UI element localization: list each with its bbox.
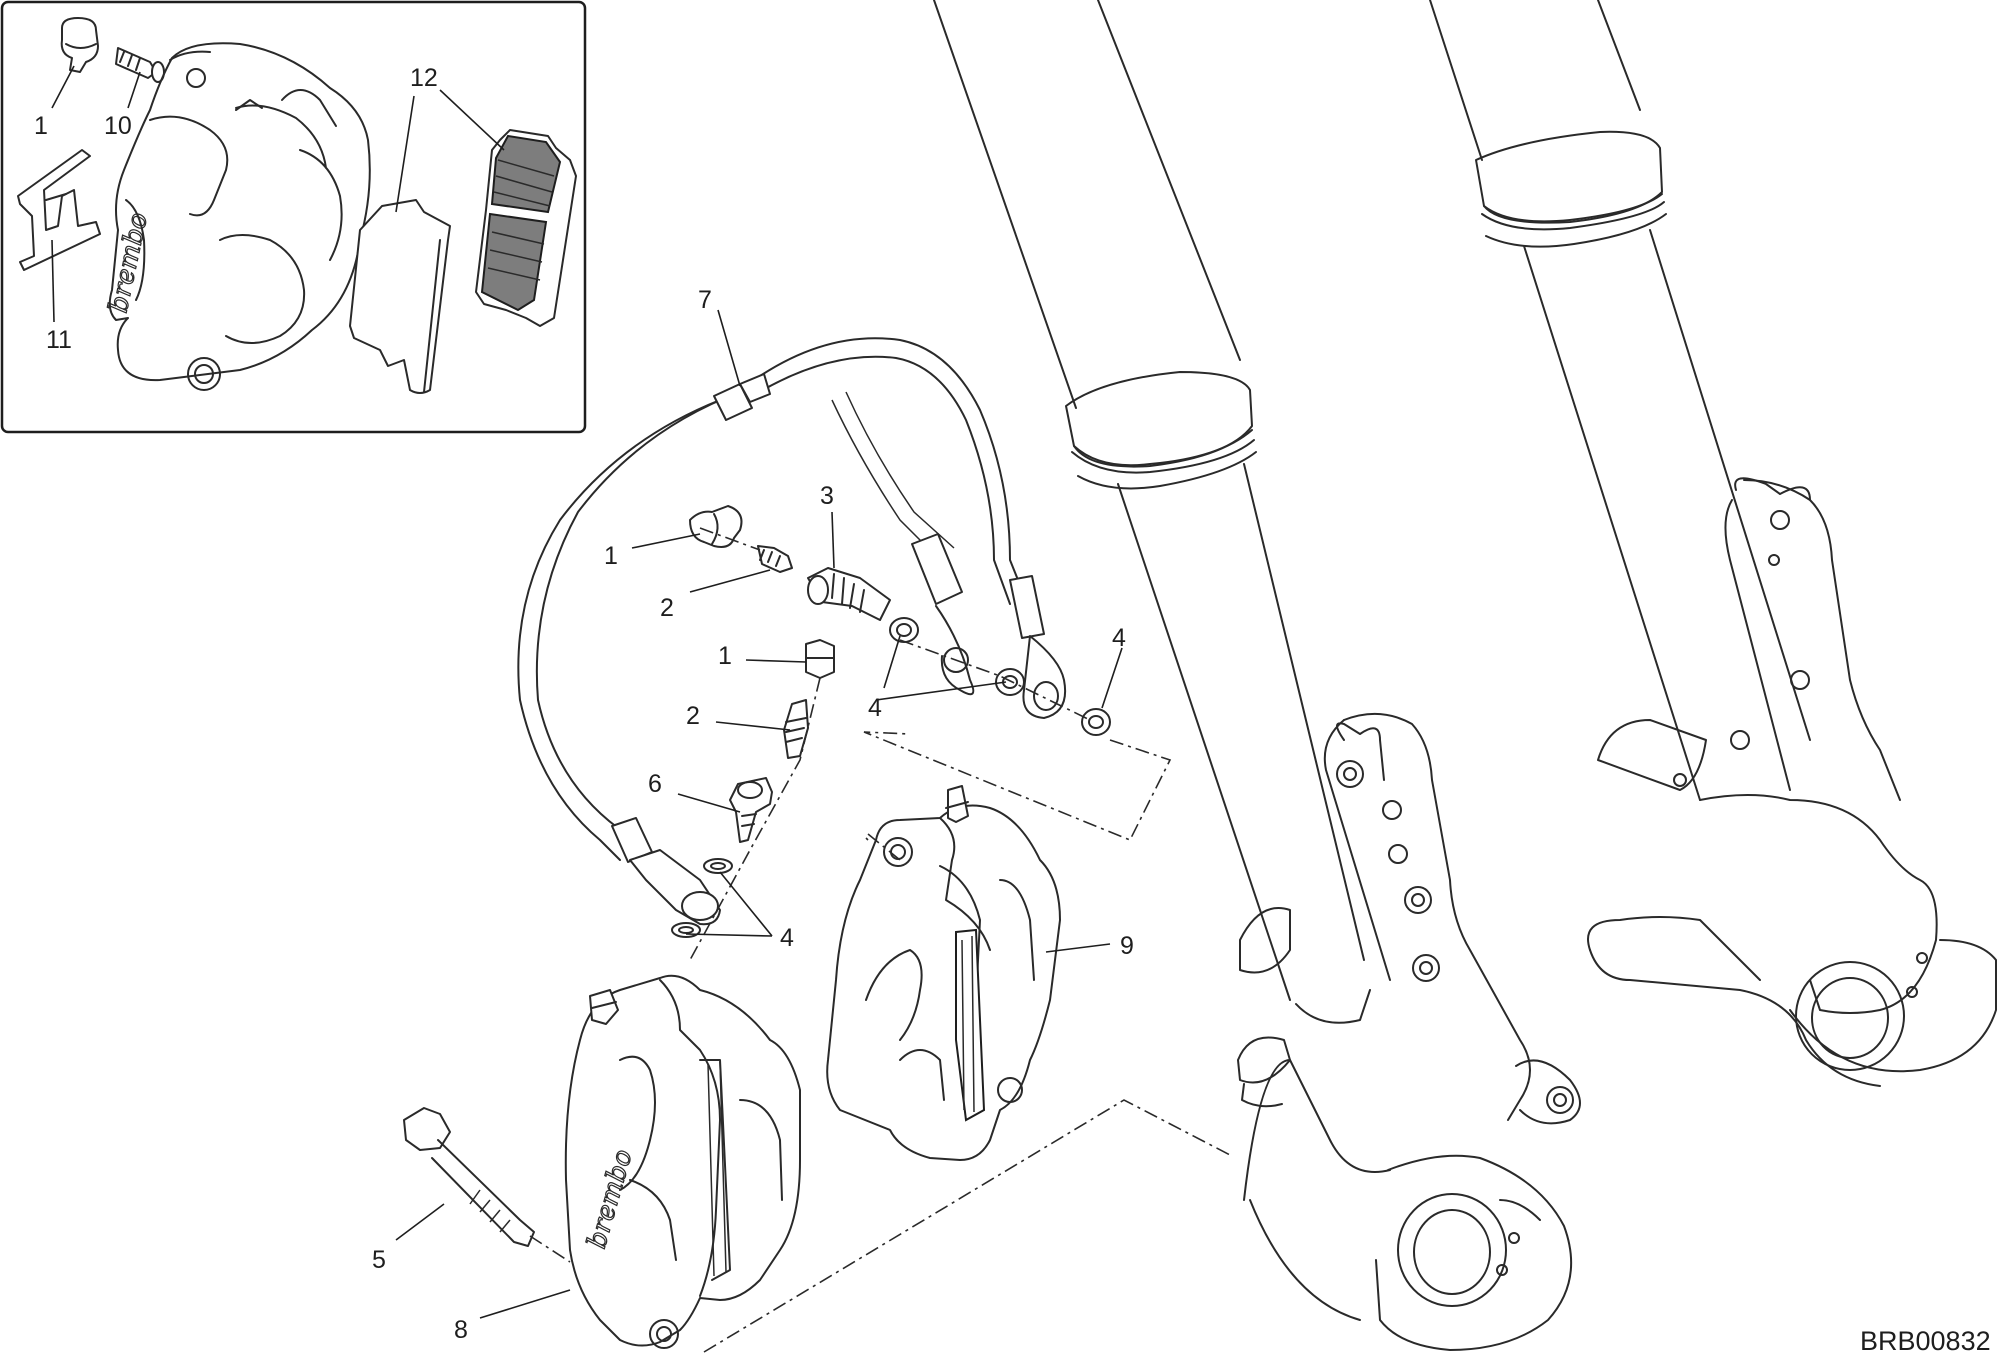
inset-pad-spring [17,149,101,271]
washer-upper-right [1081,708,1111,736]
washer-upper-left [889,617,919,643]
callout-2-lower: 2 [686,702,700,730]
banjo-bolt [729,777,773,843]
washer-upper-mid [995,668,1025,696]
inset-callout-11: 11 [46,326,72,354]
callout-1-lower: 1 [718,642,732,670]
axis-bolt [529,1235,571,1263]
callout-4-lower: 4 [780,924,794,952]
caliper-left: brembo [564,974,801,1349]
callout-3: 3 [820,482,834,510]
hose-background-line [831,391,975,696]
fork-leg-right [1429,0,1997,1087]
axis-lower [689,677,821,961]
caliper-right [826,785,1061,1161]
axis-rear-caliper-box [863,731,1172,842]
bleed-cap-lower [805,639,835,679]
callout-2-upper: 2 [660,594,674,622]
inset-bleed-cap [60,17,99,73]
callout-6: 6 [648,770,662,798]
drawing-code: BRB00832 [1860,1326,1991,1356]
callout-7: 7 [698,286,712,314]
inset-callout-1: 1 [34,112,48,140]
banjo-adapter-upper [807,567,891,621]
axis-mount [703,1099,1233,1353]
callout-5: 5 [372,1246,386,1274]
callout-4-upper-left: 4 [868,694,882,722]
inset-callout-12: 12 [410,64,438,92]
bleed-cap-upper [689,505,743,548]
callout-labels: 1 10 11 12 7 3 1 2 1 2 6 4 4 4 9 5 8 BRB… [34,64,1991,1356]
callout-4-upper-right: 4 [1112,624,1126,652]
fork-leg-left [933,0,1581,1351]
inset-callout-10: 10 [104,112,132,140]
callout-1-upper: 1 [604,542,618,570]
leader-lines [51,65,1123,1319]
washer-lower-top [703,858,733,874]
caliper-left-brand-mark: brembo [582,1146,639,1252]
brake-hose [517,337,1066,926]
caliper-mount-bolt [403,1107,535,1247]
callout-8: 8 [454,1316,468,1344]
inset-brake-pad-friction [475,129,577,327]
callout-9: 9 [1120,932,1134,960]
axis-upper [699,527,1091,721]
bleed-screw-upper [757,545,793,573]
inset-detail-panel: brembo [0,0,587,434]
inset-brake-pad-back [349,199,451,394]
